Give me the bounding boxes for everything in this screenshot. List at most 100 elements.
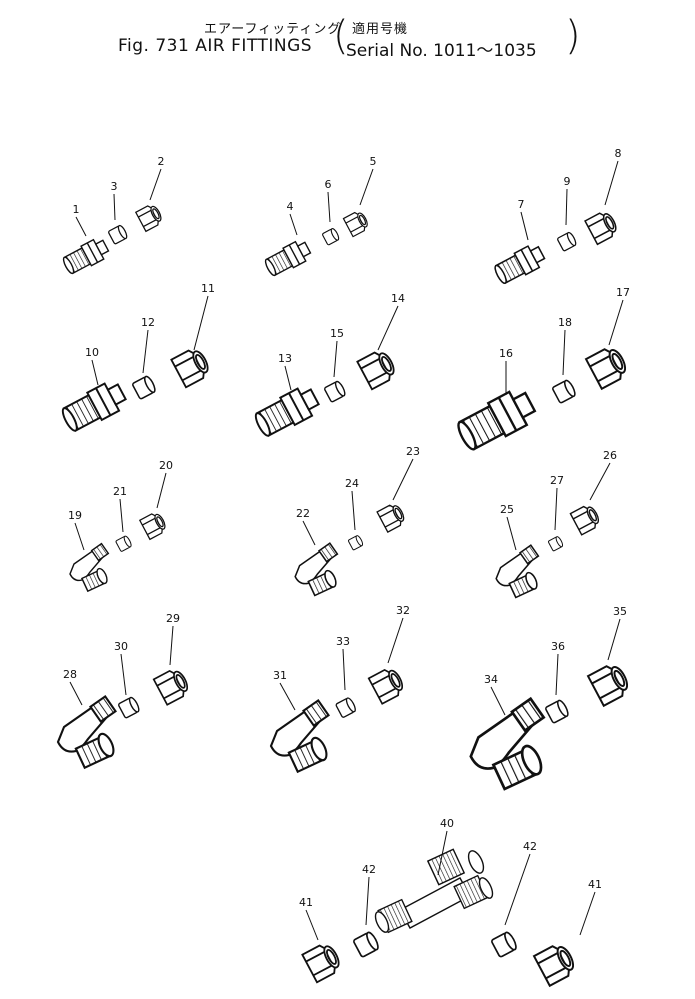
sleeve-12 <box>132 375 156 400</box>
nut-14 <box>356 351 395 391</box>
leader-line <box>74 522 85 551</box>
part-number-label: 7 <box>518 198 525 211</box>
part-number-label: 40 <box>440 817 454 830</box>
part-number-label: 31 <box>273 669 287 682</box>
nut-32 <box>367 668 404 705</box>
part-number-label: 11 <box>201 282 215 295</box>
part-number-label: 4 <box>287 200 294 213</box>
leader-line <box>607 618 621 661</box>
nut-41-right <box>532 945 575 988</box>
part-number-label: 32 <box>396 604 410 617</box>
serial-range: Serial No. 1011～1035 <box>346 41 537 61</box>
part-number-label: 41 <box>299 896 313 909</box>
part-number-label: 5 <box>370 155 377 168</box>
leader-line <box>608 299 624 346</box>
leader-line <box>359 168 374 206</box>
nut-2 <box>134 205 162 233</box>
leader-line <box>142 329 149 374</box>
leader-line <box>554 487 558 531</box>
leader-line <box>75 216 87 237</box>
fitting-10 <box>61 382 127 432</box>
close-paren: ) <box>565 13 581 59</box>
part-number-label: 23 <box>406 445 420 458</box>
part-number-label: 42 <box>362 863 376 876</box>
part-number-label: 6 <box>325 178 332 191</box>
sleeve-42-right <box>491 931 517 958</box>
japanese-title: エアーフィッティング <box>204 22 342 37</box>
leader-line <box>113 193 116 221</box>
fitting-7 <box>494 245 546 285</box>
sleeve-21 <box>115 535 132 552</box>
leader-line <box>342 648 346 691</box>
part-number-label: 36 <box>551 640 565 653</box>
leader-line <box>506 516 517 551</box>
leader-line <box>504 853 531 926</box>
figure-title: Fig. 731 AIR FITTINGS <box>118 36 313 56</box>
part-number-label: 33 <box>336 635 350 648</box>
part-number-label: 17 <box>616 286 630 299</box>
leader-line <box>169 625 174 666</box>
leader-line <box>589 462 611 501</box>
fitting-1 <box>62 238 110 275</box>
leader-line <box>91 359 99 386</box>
part-number-label: 10 <box>85 346 99 359</box>
sleeve-24 <box>348 535 364 551</box>
part-number-label: 13 <box>278 352 292 365</box>
part-number-label: 41 <box>588 878 602 891</box>
fitting-16 <box>457 390 537 451</box>
nut-23 <box>376 504 405 533</box>
sleeve-9 <box>557 231 577 252</box>
nut-17 <box>584 348 627 391</box>
part-number-label: 42 <box>523 840 537 853</box>
part-number-label: 3 <box>111 180 118 193</box>
tee-40 <box>374 848 494 934</box>
leader-line <box>327 191 331 223</box>
sleeve-3 <box>108 224 128 245</box>
leader-line <box>490 686 506 716</box>
part-number-label: 29 <box>166 612 180 625</box>
sleeve-30 <box>118 696 140 719</box>
part-number-label: 28 <box>63 668 77 681</box>
leader-line <box>365 876 370 926</box>
japanese-serial-label: 適用号機 <box>352 22 409 37</box>
leader-line <box>193 295 209 351</box>
leader-line <box>565 188 568 226</box>
part-number-label: 20 <box>159 459 173 472</box>
leader-line <box>392 458 414 501</box>
part-number-label: 9 <box>564 175 571 188</box>
part-number-label: 8 <box>615 147 622 160</box>
part-number-label: 26 <box>603 449 617 462</box>
open-paren: ( <box>333 13 349 59</box>
leader-line <box>119 498 124 533</box>
elbow-34 <box>469 696 546 791</box>
part-number-label: 2 <box>158 155 165 168</box>
sleeve-18 <box>552 379 576 404</box>
nut-20 <box>138 513 166 541</box>
elbow-28 <box>56 695 117 770</box>
nut-8 <box>584 212 617 246</box>
figure-header: エアーフィッティング ( 適用号機 Fig. 731 AIR FITTINGS … <box>0 14 695 64</box>
leader-line <box>555 653 559 696</box>
leader-line <box>305 909 319 941</box>
leader-line <box>351 490 356 531</box>
sleeve-27 <box>548 536 564 552</box>
leader-line <box>302 520 316 546</box>
part-number-label: 18 <box>558 316 572 329</box>
leader-line <box>437 830 448 876</box>
elbow-25 <box>495 544 540 599</box>
part-number-label: 27 <box>550 474 564 487</box>
part-number-label: 21 <box>113 485 127 498</box>
leader-line <box>604 160 619 206</box>
part-number-label: 34 <box>484 673 498 686</box>
part-number-label: 12 <box>141 316 155 329</box>
nut-5 <box>342 211 368 238</box>
nut-29 <box>152 669 189 706</box>
nut-26 <box>569 505 600 536</box>
leader-line <box>284 365 292 391</box>
sleeve-15 <box>324 380 346 403</box>
part-number-label: 24 <box>345 477 359 490</box>
part-number-label: 35 <box>613 605 627 618</box>
part-number-label: 14 <box>391 292 405 305</box>
